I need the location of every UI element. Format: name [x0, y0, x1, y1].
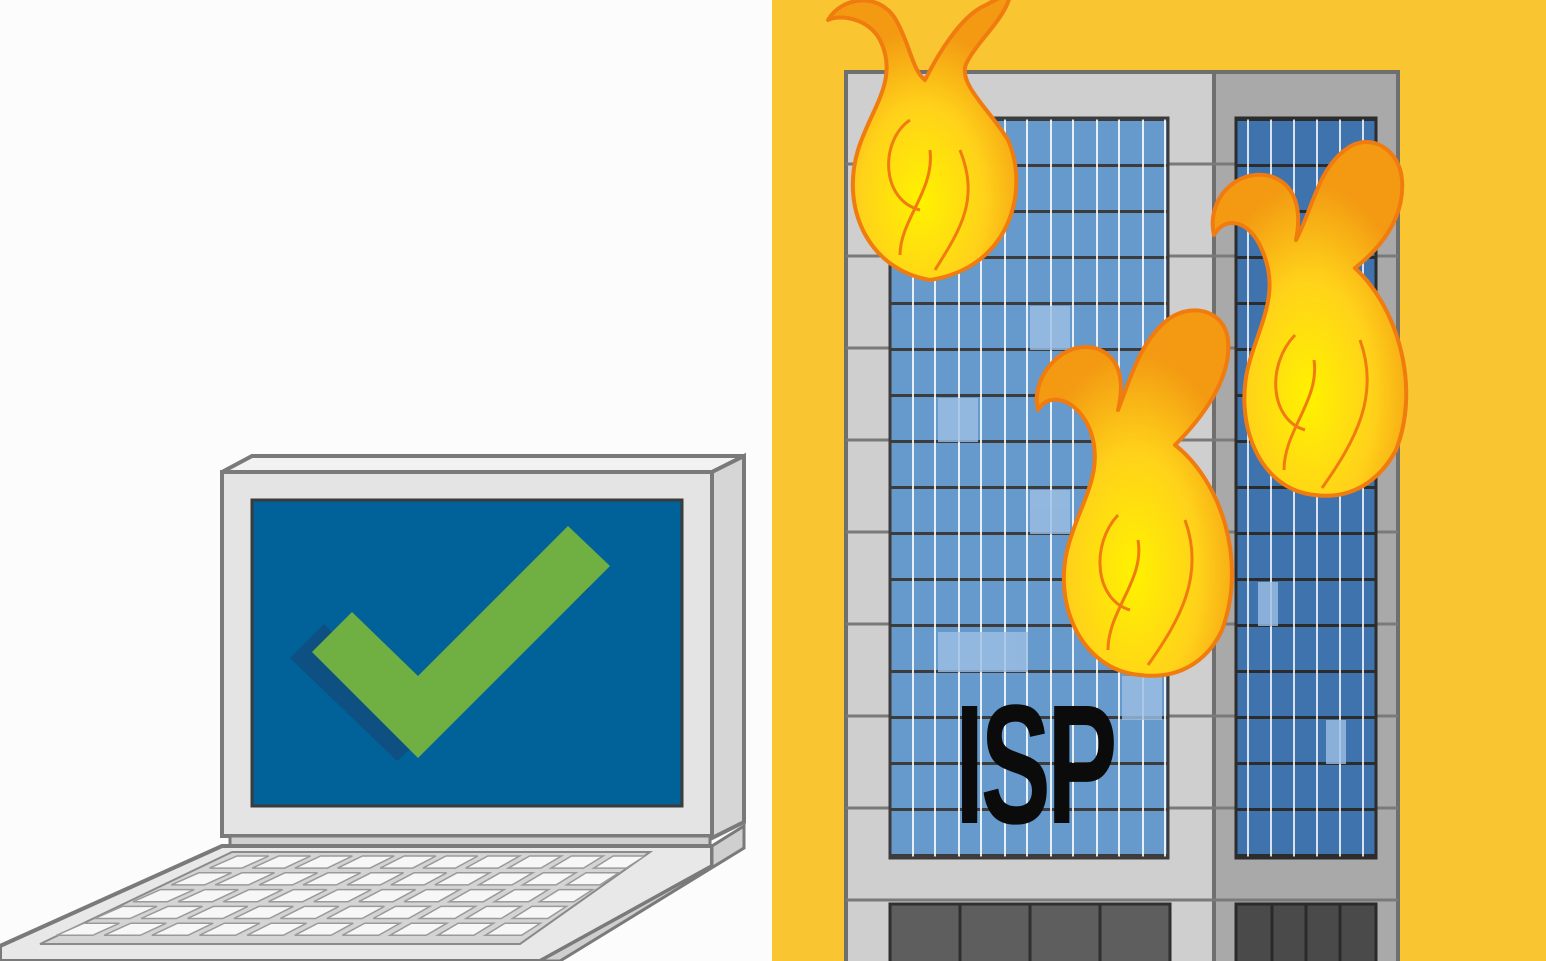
- isp-label: ISP: [955, 670, 1117, 860]
- keyboard-key: [390, 872, 448, 886]
- keyboard-key: [475, 872, 536, 886]
- keyboard-key: [214, 872, 275, 886]
- keyboard-key: [246, 922, 307, 937]
- keyboard-key: [294, 922, 354, 937]
- keyboard-key: [342, 922, 403, 937]
- keyboard-key: [337, 855, 395, 869]
- laptop-lid-side: [710, 452, 746, 842]
- keyboard-key: [482, 922, 543, 937]
- keyboard-key: [132, 888, 195, 903]
- keyboard-key: [379, 855, 437, 869]
- keyboard-key: [56, 922, 120, 937]
- keyboard-key: [422, 855, 479, 869]
- keyboard-key: [519, 872, 579, 886]
- keyboard-key: [358, 888, 416, 903]
- checkmark-icon: [290, 526, 610, 761]
- keyboard-key: [233, 905, 294, 920]
- keyboard-key: [372, 905, 433, 920]
- keyboard-key: [505, 855, 565, 869]
- keyboard-key: [591, 855, 648, 869]
- keyboard-key: [280, 905, 340, 920]
- keyboard-key: [258, 872, 318, 886]
- keyboard-key: [140, 905, 203, 920]
- laptop-lid-top: [221, 454, 745, 474]
- keyboard-key: [151, 922, 214, 937]
- keyboard-key: [434, 872, 493, 886]
- keyboard-key: [563, 872, 622, 886]
- keyboard-key: [326, 905, 385, 920]
- flame-icon: [826, 0, 1409, 678]
- keyboard-key: [548, 855, 606, 869]
- keyboard-key: [302, 872, 361, 886]
- keyboard-key: [209, 855, 270, 869]
- keyboard-key: [170, 872, 232, 886]
- keyboard-key: [268, 888, 328, 903]
- laptop-icon: [0, 452, 746, 961]
- keyboard-key: [463, 905, 524, 920]
- keyboard-key: [536, 888, 596, 903]
- keyboard-key: [103, 922, 167, 937]
- keyboard-key: [465, 855, 523, 869]
- keyboard-key: [177, 888, 239, 903]
- keyboard-key: [446, 888, 507, 903]
- keyboard-key: [313, 888, 372, 903]
- keyboard-key: [294, 855, 353, 869]
- keyboard-key: [434, 922, 497, 937]
- keyboard-key: [199, 922, 261, 937]
- keyboard-keys: [56, 855, 648, 937]
- keyboard-key: [416, 905, 479, 920]
- keyboard-key: [251, 855, 311, 869]
- keyboard-key: [491, 888, 552, 903]
- keyboard-key: [222, 888, 284, 903]
- keyboard-key: [94, 905, 158, 920]
- keyboard-key: [509, 905, 570, 920]
- keyboard-key: [387, 922, 450, 937]
- keyboard-key: [403, 888, 463, 903]
- keyboard-key: [346, 872, 404, 886]
- keyboard-key: [187, 905, 249, 920]
